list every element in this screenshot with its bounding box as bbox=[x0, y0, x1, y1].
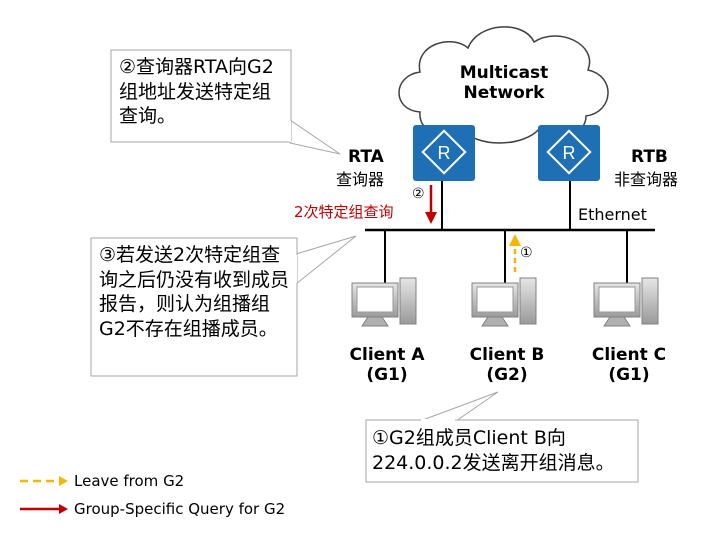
callout-step1-box bbox=[365, 391, 639, 483]
client-a-group: (G1) bbox=[366, 365, 408, 386]
ethernet-label: Ethernet bbox=[578, 205, 647, 224]
client-a-label: Client A (G1) bbox=[335, 345, 439, 386]
callout-step2-text: ②查询器RTA向G2组地址发送特定组查询。 bbox=[119, 56, 274, 128]
callout-step1-line1: ①G2组成员Client B向 bbox=[372, 427, 566, 449]
rtb-router-icon: R bbox=[538, 125, 600, 181]
client-c-group: (G1) bbox=[608, 365, 650, 386]
client-c-label: Client C (G1) bbox=[577, 345, 681, 386]
client-b-label: Client B (G2) bbox=[455, 345, 559, 386]
callout-step3-box bbox=[90, 235, 357, 377]
rta-router-icon: R bbox=[413, 125, 475, 181]
cloud-label-line1: Multicast bbox=[459, 63, 549, 83]
client-c-pc-icon bbox=[593, 277, 659, 327]
svg-text:R: R bbox=[563, 143, 576, 163]
rtb-role: 非查询器 bbox=[614, 170, 679, 189]
rtb-name: RTB bbox=[631, 147, 668, 167]
query-marker: ② bbox=[412, 186, 425, 202]
cloud-label: Multicast Network bbox=[448, 63, 560, 104]
legend-query-label: Group-Specific Query for G2 bbox=[74, 500, 286, 518]
leave-arrow bbox=[509, 234, 521, 272]
query-label: 2次特定组查询 bbox=[294, 203, 394, 221]
callout-step1-text: ①G2组成员Client B向 224.0.0.2发送离开组消息。 bbox=[372, 426, 615, 475]
client-c-name: Client C bbox=[591, 345, 667, 365]
query-arrow bbox=[425, 185, 437, 224]
legend-leave-label: Leave from G2 bbox=[74, 472, 185, 490]
multicast-cloud-icon bbox=[398, 26, 609, 144]
legend-leave-line bbox=[20, 476, 68, 486]
rta-name: RTA bbox=[348, 147, 384, 167]
callout-step2-box bbox=[110, 49, 341, 155]
client-b-pc-icon bbox=[471, 277, 537, 327]
client-b-group: (G2) bbox=[486, 365, 528, 386]
client-a-name: Client A bbox=[349, 345, 425, 365]
leave-marker: ① bbox=[520, 245, 533, 261]
callout-step3-text: ③若发送2次特定组查询之后仍没有收到成员报告，则认为组播组G2不存在组播成员。 bbox=[99, 244, 290, 341]
cloud-label-line2: Network bbox=[463, 83, 545, 104]
callout-step1-line2: 224.0.0.2发送离开组消息。 bbox=[372, 451, 615, 474]
client-b-name: Client B bbox=[469, 345, 545, 365]
rta-role: 查询器 bbox=[336, 170, 385, 189]
svg-text:R: R bbox=[438, 143, 451, 163]
legend-query-line bbox=[20, 504, 68, 514]
client-a-pc-icon bbox=[351, 277, 417, 327]
